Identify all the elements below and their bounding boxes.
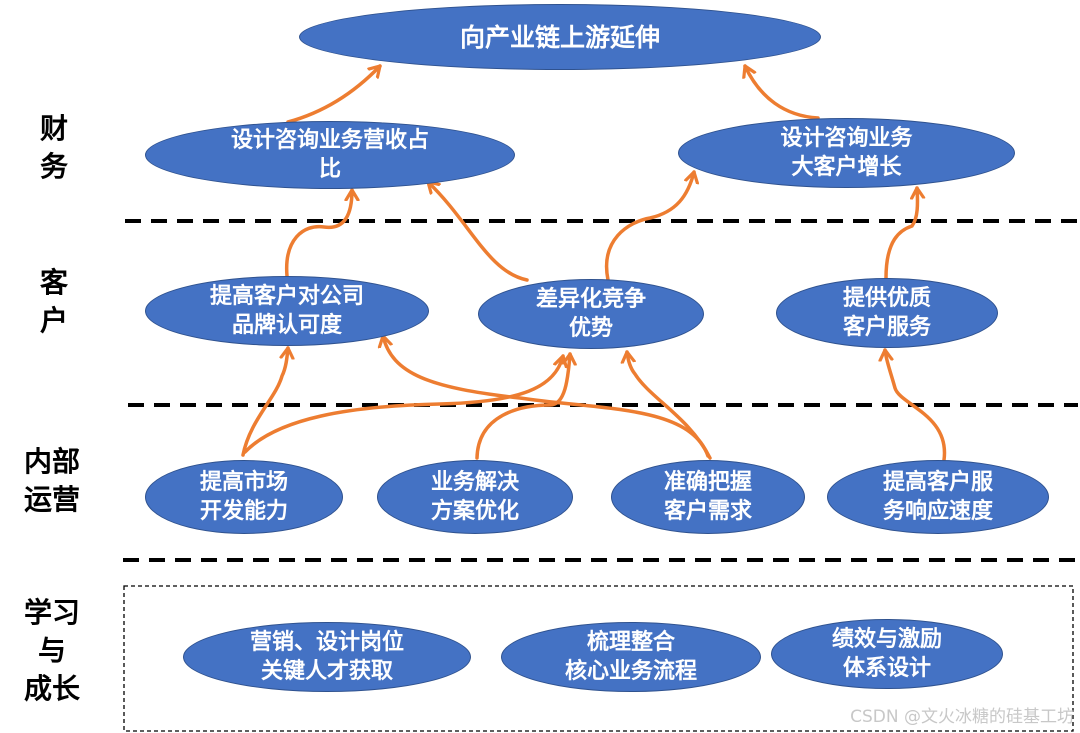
node-line: 提高客户对公司 xyxy=(209,284,364,309)
node-line: 设计咨询业务营收占 xyxy=(230,128,429,153)
arrow-service-to-major-client xyxy=(884,186,917,280)
arrow-solution-to-advantage xyxy=(475,352,570,460)
node-service-response-speed: 提高客户服 务响应速度 xyxy=(827,460,1049,534)
node-line: 营销、设计岗位 xyxy=(249,630,404,655)
node-market-development: 提高市场 开发能力 xyxy=(145,460,343,534)
node-line: 方案优化 xyxy=(430,499,519,524)
learning-layer-frame xyxy=(123,585,1074,732)
node-line: 比 xyxy=(318,157,341,182)
node-line: 准确把握 xyxy=(663,470,752,495)
node-line: 提供优质 xyxy=(842,286,931,311)
arrow-advantage-to-revenue-share xyxy=(426,180,529,282)
arrow-market-to-advantage xyxy=(243,354,563,454)
node-major-client-growth: 设计咨询业务 大客户增长 xyxy=(678,118,1015,188)
node-accurate-needs: 准确把握 客户需求 xyxy=(611,460,805,534)
node-differentiated-advantage: 差异化竞争 优势 xyxy=(478,279,704,349)
node-brand-recognition: 提高客户对公司 品牌认可度 xyxy=(145,276,429,346)
arrow-response-to-service xyxy=(885,348,947,462)
node-line: 设计咨询业务 xyxy=(780,126,913,151)
node-design-revenue-share: 设计咨询业务营收占 比 xyxy=(145,121,515,189)
arrow-needs-to-advantage xyxy=(627,350,712,460)
node-incentive-system: 绩效与激励 体系设计 xyxy=(771,619,1003,689)
node-solution-optimization: 业务解决 方案优化 xyxy=(377,460,573,534)
node-line: 核心业务流程 xyxy=(564,659,697,684)
arrow-major-client-to-upstream xyxy=(745,64,820,120)
node-line: 务响应速度 xyxy=(882,499,993,524)
layer-label-internal: 内部 运营 xyxy=(23,445,80,516)
node-line: 客户服务 xyxy=(842,315,931,340)
node-line: 品牌认可度 xyxy=(231,313,342,338)
node-quality-service: 提供优质 客户服务 xyxy=(776,278,998,348)
node-upstream-extension: 向产业链上游延伸 xyxy=(299,4,821,70)
arrow-needs-to-brand xyxy=(383,334,710,458)
node-line: 客户需求 xyxy=(663,499,752,524)
arrow-brand-to-revenue-share xyxy=(284,188,352,278)
node-line: 提高市场 xyxy=(199,470,288,495)
node-line: 大客户增长 xyxy=(791,155,902,180)
node-line: 绩效与激励 xyxy=(831,627,942,652)
arrow-revenue-share-to-upstream xyxy=(286,64,382,124)
watermark: CSDN @文火冰糖的硅基工坊 xyxy=(850,707,1074,727)
node-line: 业务解决 xyxy=(430,470,519,495)
arrow-advantage-to-major-client xyxy=(604,170,694,282)
layer-label-finance: 财 务 xyxy=(39,112,68,183)
node-line: 关键人才获取 xyxy=(260,659,393,684)
node-line: 差异化竞争 xyxy=(535,287,646,312)
node-line: 优势 xyxy=(568,316,613,341)
node-process-sorting: 梳理整合 核心业务流程 xyxy=(501,622,761,692)
node-line: 提高客户服 xyxy=(882,470,993,495)
node-line: 梳理整合 xyxy=(586,630,675,655)
node-line: 开发能力 xyxy=(199,499,288,524)
node-talent-acquisition: 营销、设计岗位 关键人才获取 xyxy=(183,622,471,692)
layer-label-learning: 学习 与 成长 xyxy=(23,596,80,705)
arrow-market-to-brand xyxy=(241,346,288,457)
node-line: 向产业链上游延伸 xyxy=(459,22,660,52)
node-line: 体系设计 xyxy=(842,656,931,681)
layer-label-customer: 客 户 xyxy=(39,266,68,337)
